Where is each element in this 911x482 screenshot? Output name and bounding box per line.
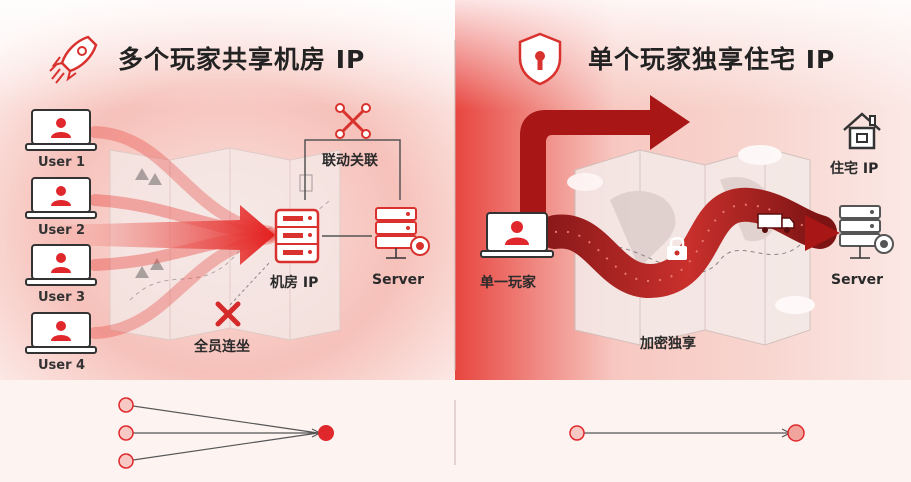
user-label: User 1 [38,155,86,170]
truck-icon [757,213,795,233]
penalty-connector [229,261,271,306]
laptop-user-icon [480,212,554,258]
padlock-icon [667,237,687,260]
source-node [118,397,134,413]
shield-lock-icon [518,32,562,86]
user-label: User 4 [38,358,86,373]
bottom-right-flow [569,424,805,442]
server-label: Server [831,272,884,288]
residential-ip-label: 住宅 IP [830,161,879,177]
laptop-user-icon [25,244,97,286]
server-rack-icon [274,208,320,264]
link-bracket [304,139,401,200]
tunnel-arrowhead [805,215,840,251]
user-label: User 2 [38,223,86,238]
datacenter-ip-label: 机房 IP [270,275,319,291]
house-icon [843,112,881,150]
rocket-icon [49,35,98,84]
laptop-user-icon [25,109,97,151]
right-title: 单个玩家独享住宅 IP [588,45,836,74]
cross-icon [215,301,241,327]
bottom-left-flow [118,397,334,469]
tunnel-label: 加密独享 [640,336,696,352]
source-node [118,453,134,469]
route-arrow [520,95,690,215]
laptop-user-icon [25,312,97,354]
laptop-user-icon [25,177,97,219]
single-player-label: 单一玩家 [480,275,536,291]
server-label: Server [372,272,425,288]
network-link-icon [335,103,371,139]
link-label: 联动关联 [322,153,378,169]
user-label: User 3 [38,290,86,305]
penalty-label: 全员连坐 [194,339,250,355]
target-node [787,424,805,442]
left-title: 多个玩家共享机房 IP [118,45,366,74]
server-target-icon [839,205,894,259]
source-node [118,425,134,441]
target-node [318,425,334,441]
server-target-icon [375,207,430,259]
source-node [569,425,585,441]
converge-arrow [60,205,275,265]
encrypted-tunnel [538,187,837,298]
